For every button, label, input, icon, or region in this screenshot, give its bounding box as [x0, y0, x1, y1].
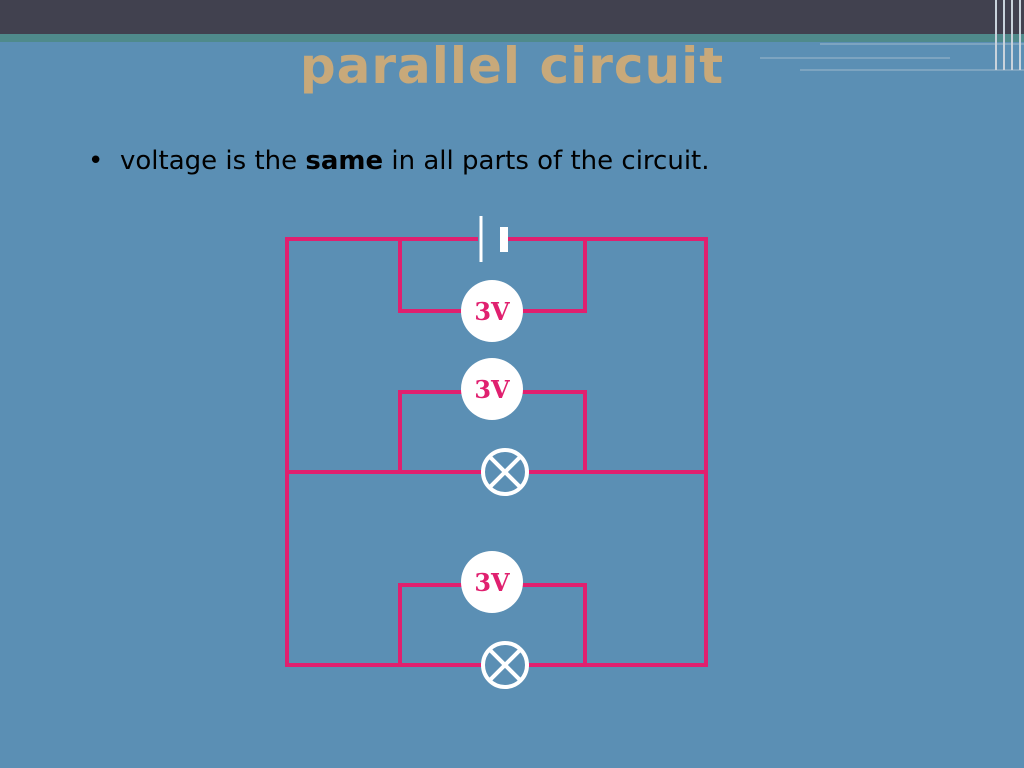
- voltmeter-3: 3V: [461, 551, 523, 613]
- lamp-circle: [481, 641, 529, 689]
- voltmeter-circle: [461, 358, 523, 420]
- top-stripe: [0, 34, 1024, 42]
- bullet-marker: •: [88, 146, 104, 176]
- bullet-item: • voltage is the same in all parts of the…: [88, 143, 710, 179]
- voltmeter-1: 3V: [461, 280, 523, 342]
- lamp-2: [481, 641, 529, 689]
- bullet-emphasis: same: [305, 146, 384, 176]
- wires: [285, 237, 708, 667]
- top-bar: [0, 0, 1024, 34]
- bullet-text-before: voltage is the: [120, 146, 298, 176]
- cell-symbol: [479, 216, 508, 262]
- voltmeter-label: 3V: [474, 297, 510, 326]
- voltmeter-circle: [461, 551, 523, 613]
- lamp-1: [481, 448, 529, 496]
- lamp-circle: [481, 448, 529, 496]
- voltmeter-label: 3V: [474, 375, 510, 404]
- bullet-text-after: in all parts of the circuit.: [391, 146, 710, 176]
- slide-title: parallel circuit: [299, 37, 725, 95]
- lamp-cross-b: [487, 454, 523, 490]
- voltmeter-label: 3V: [474, 568, 510, 597]
- lamp-cross-b: [487, 647, 523, 683]
- voltmeter-circle: [461, 280, 523, 342]
- voltmeter-2: 3V: [461, 358, 523, 420]
